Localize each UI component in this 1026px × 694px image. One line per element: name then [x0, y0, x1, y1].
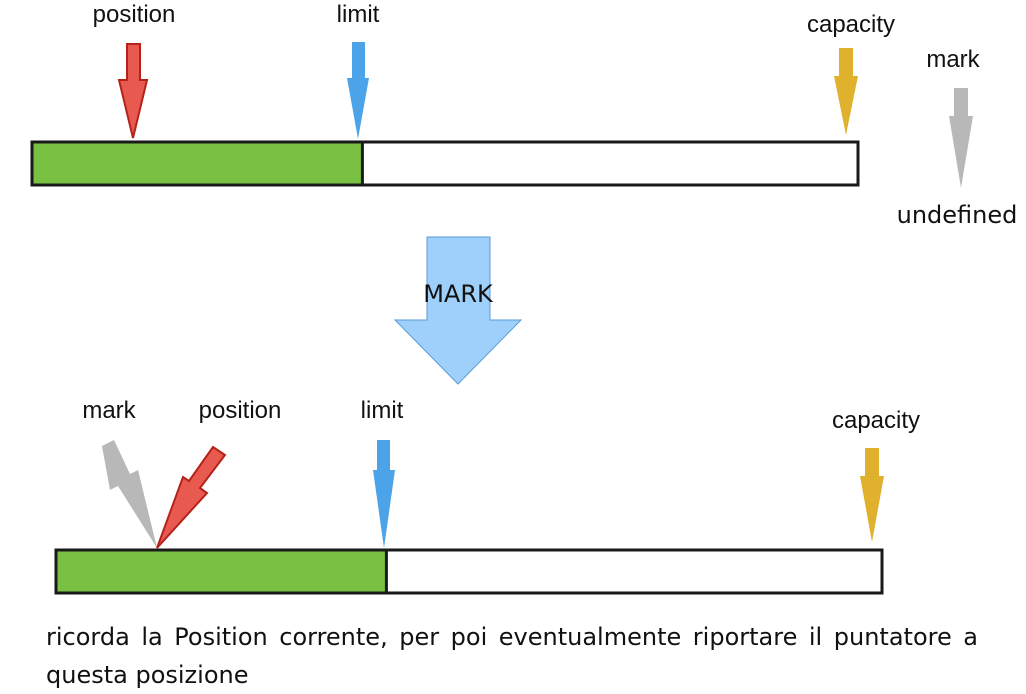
after-limit-arrow-icon: [373, 440, 395, 548]
before-capacity-arrow-icon: [834, 48, 858, 135]
before-mark-arrow-icon: [949, 88, 973, 188]
buffer-before: [30, 140, 860, 187]
before-mark-undefined-label: undefined: [897, 201, 1018, 229]
before-position-label: position: [93, 1, 176, 28]
mark-transition-arrow-icon: [393, 236, 523, 385]
after-capacity-label: capacity: [832, 407, 920, 434]
after-limit-label: limit: [361, 397, 404, 424]
before-mark-label: mark: [926, 46, 980, 73]
buffer-after-filled: [54, 548, 388, 595]
after-position-label: position: [199, 397, 282, 424]
caption-text: ricorda la Position corrente, per poi ev…: [46, 623, 978, 689]
after-capacity-arrow-icon: [860, 448, 884, 542]
buffer-before-filled: [30, 140, 364, 187]
before-position-arrow-icon: [117, 43, 149, 139]
before-capacity-label: capacity: [807, 11, 895, 38]
buffer-after: [54, 548, 884, 595]
after-mark-arrow-icon: [102, 440, 157, 548]
before-limit-label: limit: [337, 1, 380, 28]
after-position-arrow-icon: [156, 445, 227, 549]
after-mark-label: mark: [82, 397, 136, 424]
before-limit-arrow-icon: [347, 42, 369, 139]
mark-transition-label: MARK: [423, 280, 494, 308]
